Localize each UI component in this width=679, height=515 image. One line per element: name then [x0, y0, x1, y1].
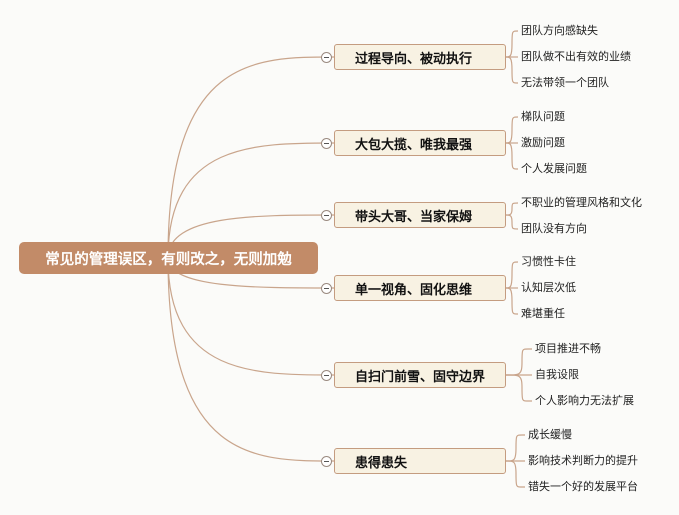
branch-leaf-connector — [505, 142, 519, 170]
leaf-topic[interactable]: 激励问题 — [521, 136, 565, 149]
branch-leaf-connector — [505, 202, 519, 216]
leaf-topic[interactable]: 错失一个好的发展平台 — [528, 480, 638, 493]
branch-topic[interactable]: 过程导向、被动执行 — [334, 44, 506, 70]
leaf-topic[interactable]: 项目推进不畅 — [535, 342, 601, 355]
branch-leaf-connector — [505, 374, 532, 402]
root-branch-connector — [167, 257, 335, 376]
collapse-toggle-icon[interactable] — [321, 370, 332, 381]
collapse-toggle-icon[interactable] — [321, 138, 332, 149]
leaf-topic[interactable]: 无法带领一个团队 — [521, 76, 609, 89]
branch-leaf-connector — [505, 434, 525, 462]
branch-topic[interactable]: 大包大揽、唯我最强 — [334, 130, 506, 156]
root-branch-connector — [167, 142, 335, 259]
leaf-topic[interactable]: 团队方向感缺失 — [521, 24, 598, 37]
leaf-topic[interactable]: 团队没有方向 — [521, 222, 587, 235]
leaf-topic[interactable]: 认知层次低 — [521, 281, 576, 294]
branch-leaf-connector — [505, 116, 519, 144]
root-topic[interactable]: 常见的管理误区，有则改之，无则加勉 — [19, 242, 318, 274]
root-branch-connector — [167, 56, 335, 259]
branch-leaf-connector — [505, 287, 519, 315]
collapse-toggle-icon[interactable] — [321, 52, 332, 63]
leaf-topic[interactable]: 习惯性卡住 — [521, 255, 576, 268]
leaf-topic[interactable]: 不职业的管理风格和文化 — [521, 196, 642, 209]
leaf-topic[interactable]: 个人发展问题 — [521, 162, 587, 175]
branch-leaf-connector — [505, 261, 519, 289]
root-branch-connector — [167, 257, 335, 462]
leaf-topic[interactable]: 难堪重任 — [521, 307, 565, 320]
branch-leaf-connector — [505, 460, 525, 488]
branch-leaf-connector — [505, 214, 519, 230]
branch-topic[interactable]: 患得患失 — [334, 448, 506, 474]
leaf-topic[interactable]: 成长缓慢 — [528, 428, 572, 441]
leaf-topic[interactable]: 自我设限 — [535, 368, 579, 381]
leaf-topic[interactable]: 团队做不出有效的业绩 — [521, 50, 631, 63]
branch-leaf-connector — [505, 56, 519, 84]
leaf-topic[interactable]: 个人影响力无法扩展 — [535, 394, 634, 407]
branch-topic[interactable]: 自扫门前雪、固守边界 — [334, 362, 506, 388]
branch-leaf-connector — [505, 348, 532, 376]
leaf-topic[interactable]: 影响技术判断力的提升 — [528, 454, 638, 467]
branch-topic[interactable]: 单一视角、固化思维 — [334, 275, 506, 301]
collapse-toggle-icon[interactable] — [321, 283, 332, 294]
leaf-topic[interactable]: 梯队问题 — [521, 110, 565, 123]
branch-leaf-connector — [505, 30, 519, 58]
collapse-toggle-icon[interactable] — [321, 210, 332, 221]
branch-topic[interactable]: 带头大哥、当家保姆 — [334, 202, 506, 228]
collapse-toggle-icon[interactable] — [321, 456, 332, 467]
